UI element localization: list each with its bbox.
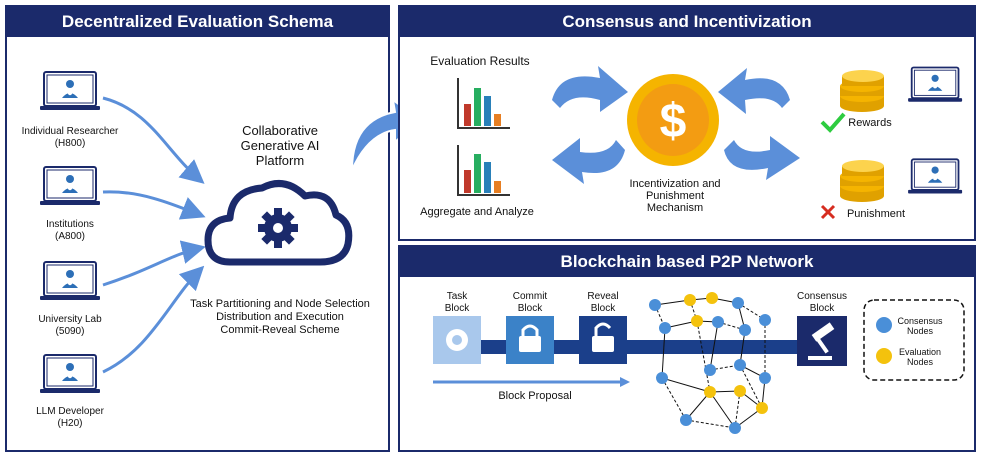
- coin-stack-icon: [840, 70, 884, 112]
- legend-box: [863, 299, 965, 381]
- platform-label-line1: Collaborative: [242, 123, 318, 138]
- p2p-nodes: [649, 292, 771, 434]
- consensus-title: Consensus and Incentivization: [400, 7, 974, 37]
- participant-hardware: (H800): [54, 138, 86, 149]
- participant-hardware: (H20): [57, 418, 83, 429]
- evaluation-node: [704, 386, 716, 398]
- flow-arrow: [102, 265, 205, 374]
- flow-arrow: [102, 96, 205, 184]
- consensus-node: [739, 324, 751, 336]
- svg-text:$: $: [660, 95, 687, 148]
- rewards-label: Rewards: [848, 117, 892, 129]
- reveal-block-label-line2: Block: [590, 303, 616, 314]
- consensus-block: [797, 316, 847, 366]
- bar-chart-icon: [457, 145, 510, 196]
- proposal-arrow: [620, 377, 630, 387]
- task-block-label-line1: Task: [446, 291, 468, 302]
- consensus-node: [734, 359, 746, 371]
- legend-evaluation-line2: Nodes: [906, 357, 933, 367]
- participant-hardware: (A800): [54, 231, 85, 242]
- evaluation-node: [756, 402, 768, 414]
- flow-arrow: [102, 240, 206, 287]
- flow-arrow: [102, 190, 206, 220]
- consensus-node: [656, 372, 668, 384]
- evaluation-node: [706, 292, 718, 304]
- consensus-node: [732, 297, 744, 309]
- task-block: [433, 316, 481, 364]
- participant-name: Institutions: [46, 219, 94, 230]
- participant-name: University Lab: [38, 314, 102, 325]
- task-block-label-line2: Block: [444, 303, 470, 314]
- legend-consensus-line2: Nodes: [906, 326, 933, 336]
- chain-arrow: [480, 340, 800, 354]
- evaluation-node: [684, 294, 696, 306]
- commit-block-label-line2: Block: [517, 303, 543, 314]
- evaluation-results-label: Evaluation Results: [430, 54, 530, 68]
- coin-stack-icon: [840, 160, 884, 202]
- check-icon: [820, 112, 846, 133]
- commit-block-label-line1: Commit: [512, 291, 548, 302]
- mechanism-label-line3: Mechanism: [646, 202, 704, 214]
- process-step-3: Commit-Reveal Scheme: [220, 324, 340, 336]
- curved-arrow: [552, 66, 628, 112]
- legend-evaluation-dot: [876, 348, 892, 364]
- evaluation-schema-title: Decentralized Evaluation Schema: [7, 7, 388, 37]
- cloud-gear-icon: [204, 180, 353, 266]
- consensus-block-label-line2: Block: [809, 303, 835, 314]
- consensus-node: [659, 322, 671, 334]
- consensus-panel: Consensus and Incentivization: [398, 5, 976, 241]
- legend-consensus-dot: [876, 317, 892, 333]
- participant-name: Individual Researcher: [21, 126, 119, 137]
- platform-label-line3: Platform: [255, 153, 305, 168]
- reveal-block-label-line1: Reveal: [587, 291, 619, 302]
- process-step-2: Distribution and Execution: [216, 311, 344, 323]
- participant-hardware: (5090): [55, 326, 85, 337]
- consensus-node: [759, 372, 771, 384]
- consensus-node: [704, 364, 716, 376]
- consensus-node: [649, 299, 661, 311]
- platform-label-line2: Generative AI: [240, 138, 320, 153]
- aggregate-label: Aggregate and Analyze: [420, 206, 534, 218]
- consensus-node: [712, 316, 724, 328]
- curved-arrow: [718, 68, 790, 114]
- mechanism-label-line1: Incentivization and: [629, 178, 721, 190]
- legend-consensus-line1: Consensus: [897, 316, 943, 326]
- participant-name: LLM Developer: [36, 406, 104, 417]
- process-step-1: Task Partitioning and Node Selection: [190, 298, 370, 310]
- dollar-coin-icon: $: [627, 74, 719, 166]
- blockchain-title: Blockchain based P2P Network: [400, 247, 974, 277]
- consensus-block-label-line1: Consensus: [796, 291, 848, 302]
- bar-chart-icon: [457, 78, 510, 129]
- consensus-node: [729, 422, 741, 434]
- reveal-block: [579, 316, 627, 364]
- p2p-network: [654, 297, 766, 429]
- cross-icon: [820, 204, 836, 220]
- consensus-node: [680, 414, 692, 426]
- punishment-label: Punishment: [846, 208, 906, 220]
- evaluation-node: [734, 385, 746, 397]
- consensus-node: [759, 314, 771, 326]
- block-proposal-label: Block Proposal: [498, 390, 572, 402]
- commit-block: [506, 316, 554, 364]
- mechanism-label-line2: Punishment: [645, 190, 705, 202]
- curved-arrow: [724, 136, 800, 180]
- curved-arrow: [552, 138, 625, 184]
- evaluation-node: [691, 315, 703, 327]
- legend-evaluation-line1: Evaluation: [898, 347, 942, 357]
